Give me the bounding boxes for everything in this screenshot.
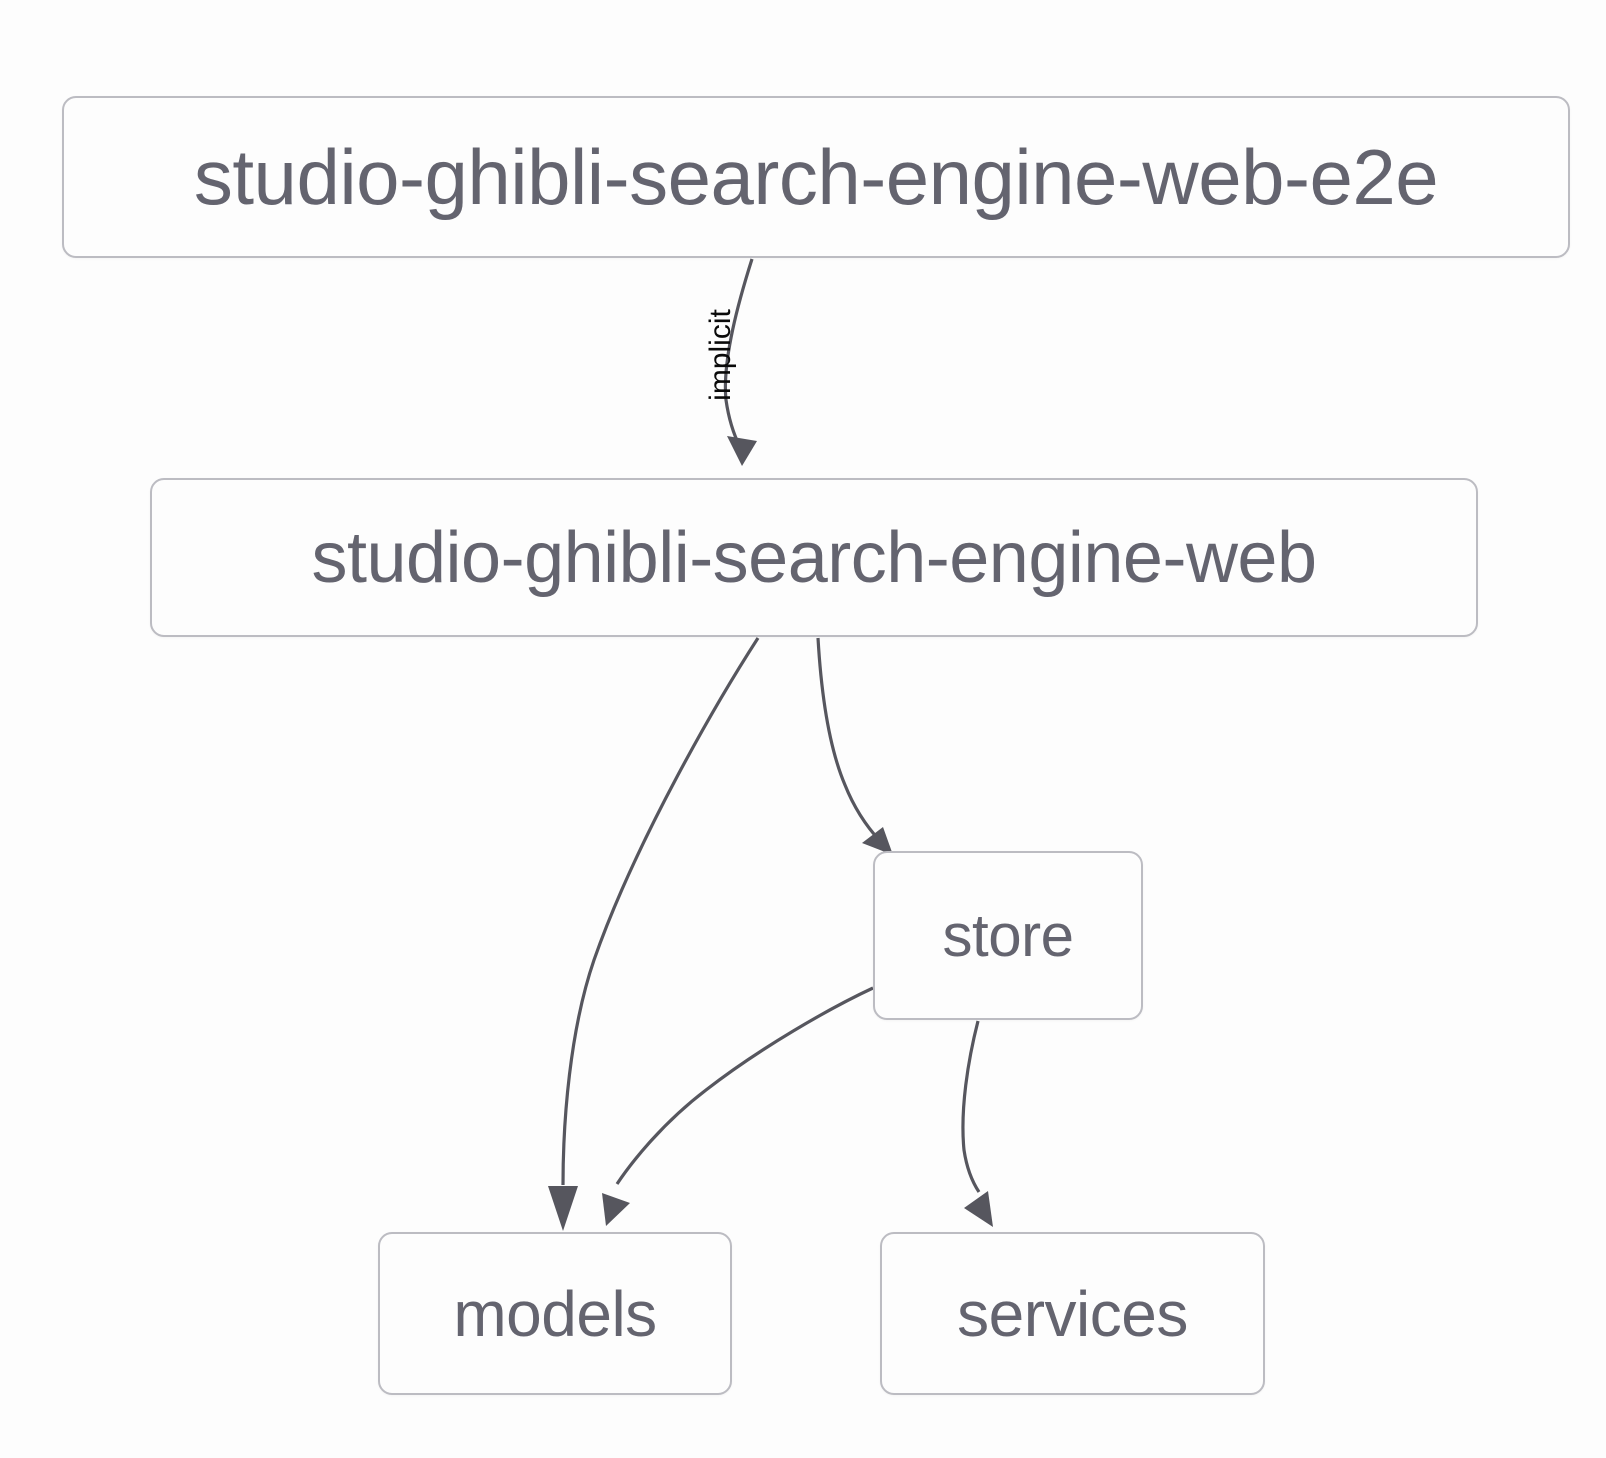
edge-e2e-to-web-path <box>723 258 754 448</box>
graph-node-models[interactable]: models <box>378 1232 732 1395</box>
edge-web-to-models <box>548 637 760 1231</box>
graph-node-studio-ghibli-search-engine-web[interactable]: studio-ghibli-search-engine-web <box>150 478 1478 637</box>
graph-node-label: studio-ghibli-search-engine-web <box>311 517 1317 598</box>
graph-node-label: models <box>453 1277 657 1350</box>
edge-store-to-models-path <box>615 986 874 1185</box>
graph-node-studio-ghibli-search-engine-web-e2e[interactable]: studio-ghibli-search-engine-web-e2e <box>62 96 1570 258</box>
edge-web-to-store <box>816 637 893 855</box>
edge-web-to-models-arrowhead <box>548 1186 578 1231</box>
graph-node-store[interactable]: store <box>873 851 1143 1020</box>
graph-node-label: studio-ghibli-search-engine-web-e2e <box>193 133 1439 221</box>
edge-web-to-store-path <box>816 637 882 843</box>
graph-node-services[interactable]: services <box>880 1232 1265 1395</box>
edge-web-to-models-path <box>561 637 760 1186</box>
edge-store-to-services-path <box>961 1020 981 1193</box>
edge-label-implicit: implicit <box>704 309 737 401</box>
graph-node-label: store <box>942 901 1074 969</box>
edge-store-to-models-arrowhead <box>602 1193 630 1226</box>
edge-store-to-services <box>961 1020 993 1227</box>
edge-e2e-to-web-arrowhead <box>727 436 757 466</box>
edge-store-to-models <box>602 986 874 1226</box>
graph-node-label: services <box>957 1277 1188 1350</box>
edge-e2e-to-web <box>723 258 757 466</box>
edge-store-to-services-arrowhead <box>964 1191 993 1227</box>
